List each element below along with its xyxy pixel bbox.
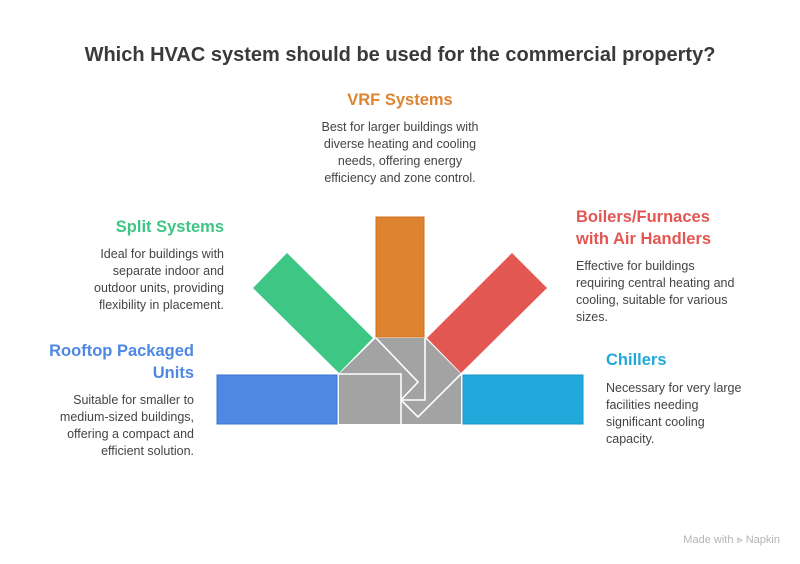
rooftop-bar bbox=[216, 374, 338, 425]
boilers-description: Effective for buildings requiring centra… bbox=[576, 259, 735, 324]
chillers-heading: Chillers bbox=[606, 351, 667, 369]
chillers-description: Necessary for very large facilities need… bbox=[606, 381, 742, 446]
boilers-heading: Boilers/Furnaces with Air Handlers bbox=[576, 208, 712, 248]
vrf-bar bbox=[375, 216, 425, 338]
split-description: Ideal for buildings with separate indoor… bbox=[94, 247, 224, 312]
center-hub bbox=[339, 338, 461, 424]
rooftop-heading: Rooftop Packaged Units bbox=[49, 342, 194, 382]
split-heading: Split Systems bbox=[115, 218, 224, 236]
hub-divider-lines bbox=[339, 337, 462, 424]
diagram-title: Which HVAC system should be used for the… bbox=[84, 44, 716, 66]
split-bar bbox=[253, 253, 373, 373]
vrf-heading: VRF Systems bbox=[347, 91, 453, 109]
vrf-description: Best for larger buildings with diverse h… bbox=[321, 120, 479, 185]
rooftop-description: Suitable for smaller to medium-sized bui… bbox=[59, 393, 194, 458]
chillers-bar bbox=[462, 374, 584, 425]
boilers-bar bbox=[427, 253, 547, 373]
napkin-watermark: Made with ⪢ Napkin bbox=[683, 534, 780, 546]
